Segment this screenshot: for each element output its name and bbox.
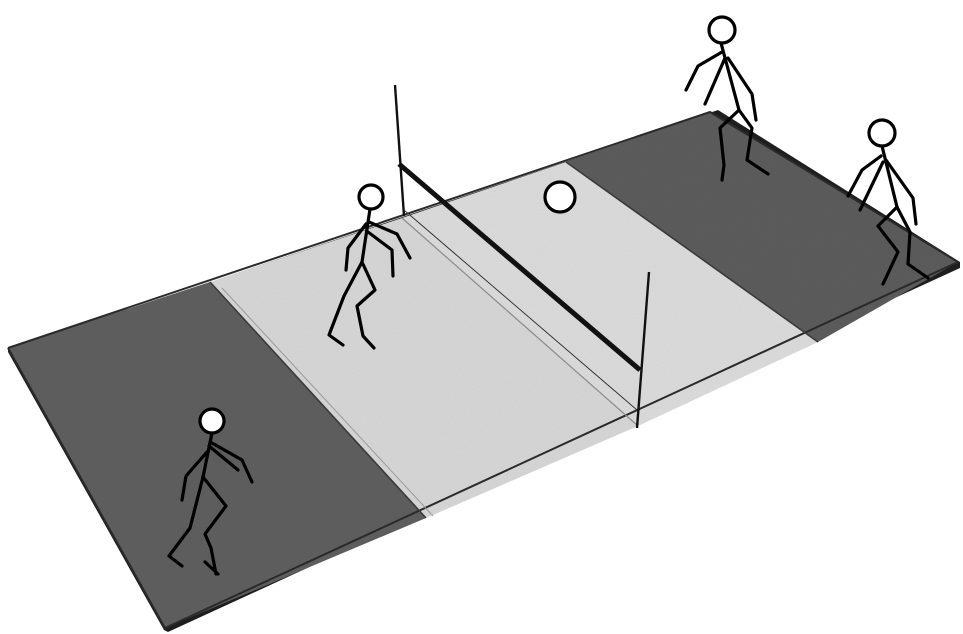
player-head	[869, 120, 895, 146]
player-head	[709, 17, 735, 43]
player-arm-left	[686, 52, 722, 90]
player-head	[359, 185, 383, 209]
net-post-left	[395, 85, 404, 216]
player-head	[200, 409, 224, 433]
player-torso	[721, 43, 739, 110]
ball-icon	[545, 182, 575, 212]
court	[8, 110, 960, 632]
player-arm-right	[705, 58, 725, 104]
player-torso	[882, 146, 897, 207]
